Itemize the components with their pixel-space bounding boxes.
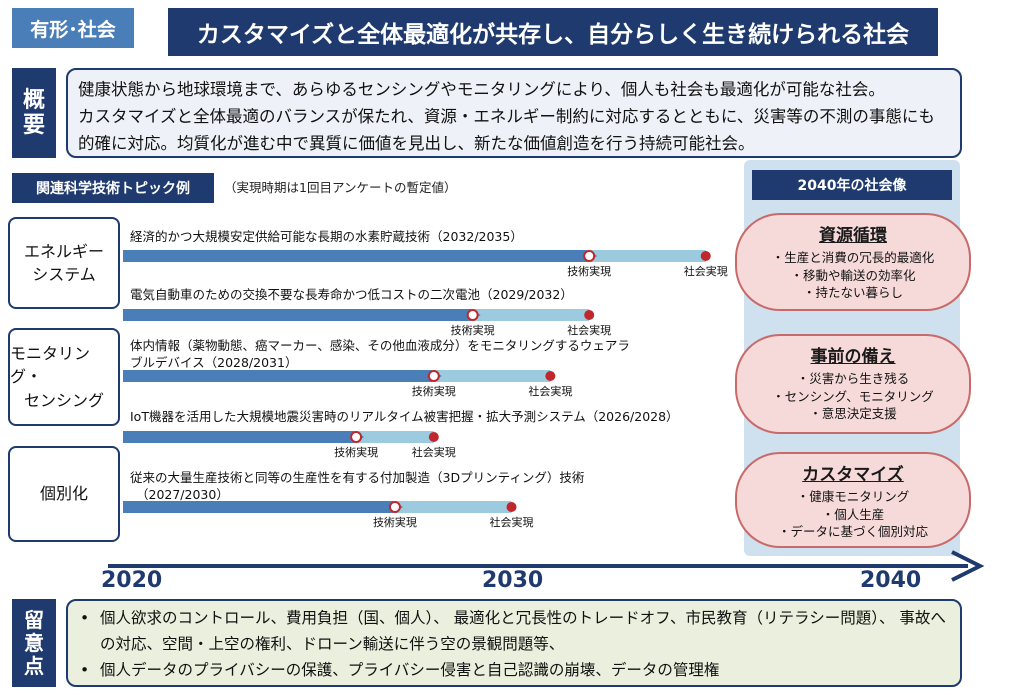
future-box-item: ・災害から生き残る [796,371,910,386]
topic-text: 体内情報（薬物動態、癌マーカー、感染、その他血液成分）をモニタリングするウェアラ… [130,338,630,370]
future-box-title: 資源循環 [819,226,887,246]
tech-milestone-label: 技術実現 [412,384,456,398]
social-milestone-marker [700,251,711,261]
tech-phase-bar [123,431,365,443]
axis-year-2030: 2030 [482,568,544,593]
topic-text: IoT機器を活用した大規模地震災害時のリアルタイム被害把握・拡大予測システム（2… [130,409,679,424]
social-milestone-label: 社会実現 [684,264,728,278]
tech-phase-bar [123,370,442,382]
social-milestone-label: 社会実現 [528,384,572,398]
overview-line: カスタマイズと全体最適のバランスが保たれ、資源・エネルギー制約に対応するとともに… [78,107,935,153]
social-phase-bar [589,250,706,262]
category-energy: エネルギーシステム [8,217,120,309]
future-box-item: ・個人生産 [821,506,885,522]
social-milestone-marker [545,371,556,381]
future-box-title: カスタマイズ [802,465,904,485]
category-monitoring: モニタリング・センシング [8,328,120,426]
future-box-item: ・移動や輸送の効率化 [790,267,916,283]
future-box-item: ・データに基づく個別対応 [777,524,928,539]
future-box-item: ・健康モニタリング [796,489,910,504]
tech-milestone-label: 技術実現 [451,323,495,337]
tech-milestone-label: 技術実現 [334,445,378,459]
tech-milestone-marker [350,431,363,443]
axis-year-2020: 2020 [101,568,163,593]
time-axis-arrowhead [951,550,985,582]
tech-milestone-marker [466,309,479,321]
future-box-preparedness: 事前の備え ・災害から生き残る ・センシング、モニタリング ・意思決定支援 [735,334,971,434]
remarks-label: 留意点 [12,599,56,687]
social-milestone-label: 社会実現 [412,445,456,459]
topics-heading: 関連科学技術トピック例 [12,173,214,203]
future-box-item: ・センシング、モニタリング [772,388,934,404]
topic-text: 経済的かつ大規模安定供給可能な長期の水素貯蔵技術（2032/2035） [130,229,523,244]
tech-milestone-marker [427,370,440,382]
social-phase-bar [394,501,512,513]
topic-text: 従来の大量生産技術と同等の生産性を有する付加製造（3Dプリンティング）技術 （2… [130,470,585,502]
overview-label: 概要 [12,68,56,158]
tech-milestone-marker [583,250,596,262]
social-milestone-marker [506,502,517,512]
social-milestone-marker [584,310,595,320]
topics-note: （実現時期は1回目アンケートの暫定値） [224,180,457,195]
topic-text: 電気自動車のための交換不要な長寿命かつ低コストの二次電池（2029/2032） [130,287,573,302]
remarks-bullet: •個人データのプライバシーの保護、プライバシー侵害と自己認識の崩壊、データの管理… [80,661,720,679]
overview-box: 健康状態から地球環境まで、あらゆるセンシングやモニタリングにより、個人も社会も最… [66,68,962,158]
tech-phase-bar [123,250,598,262]
future-box-item: ・持たない暮らし [802,285,903,300]
social-phase-bar [433,370,551,382]
tech-milestone-label: 技術実現 [373,515,417,529]
future-box-item: ・意思決定支援 [809,406,897,421]
social-milestone-label: 社会実現 [490,515,534,529]
social-phase-bar [356,431,434,443]
remarks-bullet: •個人欲求のコントロール、費用負担（国、個人）、 最適化と冗長性のトレードオフ、… [80,609,946,653]
overview-line: 健康状態から地球環境まで、あらゆるセンシングやモニタリングにより、個人も社会も最… [78,80,885,99]
future-box-customize: カスタマイズ ・健康モニタリング ・個人生産 ・データに基づく個別対応 [735,452,971,548]
tech-phase-bar [123,501,403,513]
axis-year-2040: 2040 [860,568,922,593]
social-milestone-label: 社会実現 [567,323,611,337]
future-box-title: 事前の備え [810,347,896,367]
social-milestone-marker [428,432,439,442]
page-title: カスタマイズと全体最適化が共存し、自分らしく生き続けられる社会 [168,8,938,56]
tech-milestone-label: 技術実現 [567,264,611,278]
category-tag: 有形･社会 [12,8,134,48]
remarks-box: •個人欲求のコントロール、費用負担（国、個人）、 最適化と冗長性のトレードオフ、… [66,599,962,687]
social-phase-bar [472,309,590,321]
tech-milestone-marker [388,501,401,513]
future-heading: 2040年の社会像 [752,170,952,200]
category-personalization: 個別化 [8,446,120,542]
future-box-item: ・生産と消費の冗長的最適化 [771,250,935,265]
future-box-resource-cycle: 資源循環 ・生産と消費の冗長的最適化 ・移動や輸送の効率化 ・持たない暮らし [735,213,971,311]
tech-phase-bar [123,309,481,321]
